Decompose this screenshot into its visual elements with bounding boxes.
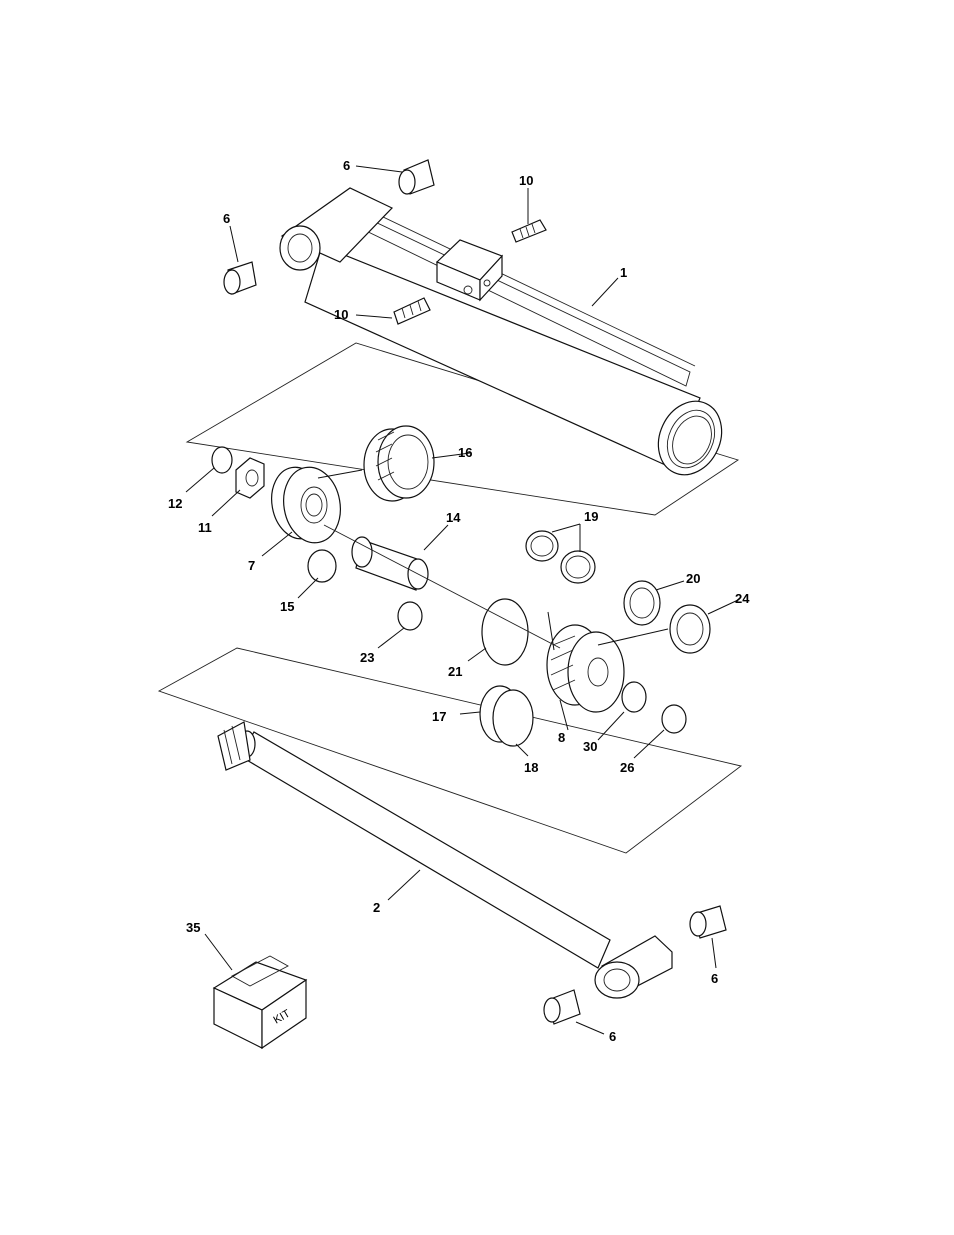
callout-35: 35: [186, 920, 200, 935]
spacer-o-ring: [398, 602, 422, 630]
callout-16: 16: [458, 445, 472, 460]
callout-6-bottom-right: 6: [711, 971, 718, 986]
piston-seal-outer: [670, 605, 710, 653]
callout-7: 7: [248, 558, 255, 573]
callout-11: 11: [198, 520, 212, 535]
callout-14: 14: [446, 510, 461, 525]
piston-o-ring: [482, 599, 528, 665]
callout-23: 23: [360, 650, 374, 665]
head-seal: [364, 426, 434, 501]
fitting-top: [512, 220, 546, 242]
snap-ring: [212, 447, 232, 473]
bushing-top-left: [224, 262, 256, 294]
callout-21: 21: [448, 664, 462, 679]
callout-20: 20: [686, 571, 700, 586]
piston: [547, 625, 624, 712]
callout-30: 30: [583, 739, 597, 754]
retaining-ring: [622, 682, 646, 712]
callout-15: 15: [280, 599, 294, 614]
bushing-top-right: [399, 160, 434, 194]
callout-12: 12: [168, 496, 182, 511]
head-o-ring: [308, 550, 336, 582]
callout-1: 1: [620, 265, 627, 280]
wear-ring-pair: [526, 531, 595, 583]
bushing-bottom-right: [690, 906, 726, 938]
piston-inner-o-ring: [662, 705, 686, 733]
callout-6-bottom-left: 6: [609, 1029, 616, 1044]
kit-box: KIT: [214, 956, 306, 1048]
piston-rod: [218, 722, 672, 998]
callout-18: 18: [524, 760, 538, 775]
callout-2: 2: [373, 900, 380, 915]
callout-17: 17: [432, 709, 446, 724]
callout-6-top-left: 6: [223, 211, 230, 226]
seal-ring-18: [493, 690, 533, 746]
callout-6-top-right: 6: [343, 158, 350, 173]
callout-24: 24: [735, 591, 750, 606]
spacer-tube: [352, 537, 428, 590]
barrel-assembly: [280, 188, 733, 485]
callout-10-left: 10: [334, 307, 348, 322]
callout-26: 26: [620, 760, 634, 775]
callout-10-top: 10: [519, 173, 533, 188]
callout-8: 8: [558, 730, 565, 745]
locknut: [236, 458, 264, 498]
bushing-bottom-left: [544, 990, 580, 1024]
callout-19: 19: [584, 509, 598, 524]
